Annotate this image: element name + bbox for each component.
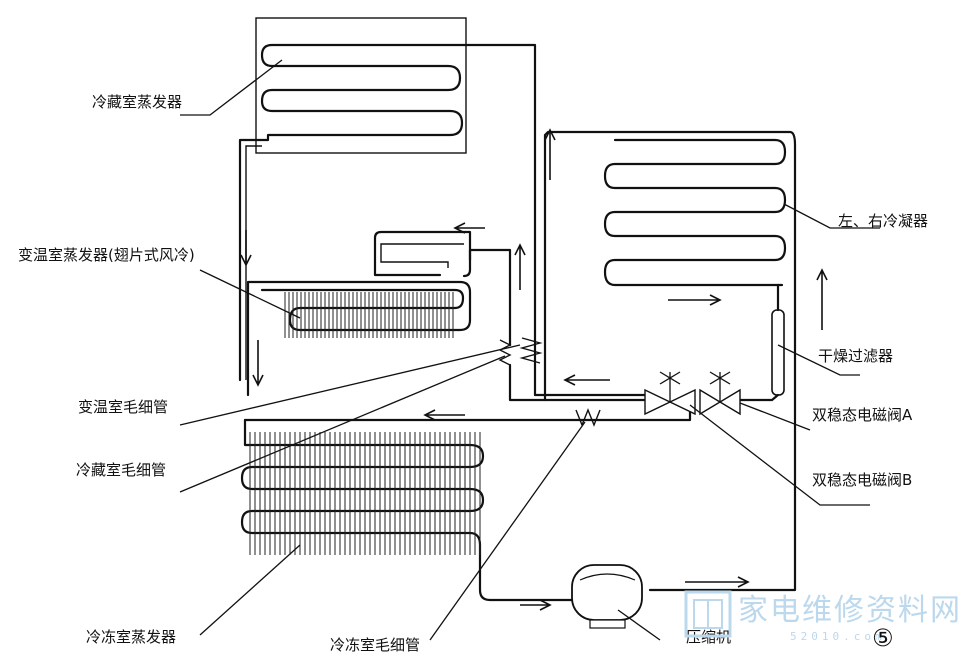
- freezer-evaporator-fins: [249, 432, 481, 555]
- solenoid-valve-b: [644, 371, 696, 416]
- variable-inner-loop: [380, 243, 464, 268]
- variable-evaporator-coil: [246, 280, 472, 397]
- variable-capillary-coil: [498, 337, 543, 366]
- watermark-url: 52010.com: [790, 630, 886, 643]
- freezer-capillary-line: [243, 398, 692, 422]
- condenser-coil: [543, 130, 797, 592]
- fridge-evaporator-box: [255, 17, 467, 154]
- fridge-evaporator-coil: [238, 43, 537, 397]
- valve-line-right: [738, 393, 780, 402]
- label-variable-evaporator: 变温室蒸发器(翅片式风冷): [18, 246, 195, 264]
- valve-line-bottom: [508, 363, 647, 402]
- freezer-evaporator-coil: [240, 418, 577, 602]
- compressor: [571, 564, 643, 629]
- variable-evaporator-fins: [284, 292, 454, 338]
- label-valve-a: 双稳态电磁阀A: [812, 406, 913, 424]
- label-freezer-capillary: 冷冻室毛细管: [330, 636, 420, 654]
- variable-return-pipe: [468, 248, 512, 347]
- figure-number: ⑤: [872, 624, 894, 652]
- variable-evaporator-loop: [373, 230, 472, 278]
- fridge-inner-pipe: [245, 145, 262, 380]
- freezer-capillary-coil: [575, 408, 601, 427]
- label-fridge-evaporator: 冷藏室蒸发器: [92, 93, 182, 111]
- flow-arrows: [240, 128, 828, 611]
- label-variable-capillary: 变温室毛细管: [78, 398, 168, 416]
- condenser-serpentine: [603, 138, 787, 287]
- leader-lines: [179, 59, 880, 641]
- label-dryer-filter: 干燥过滤器: [818, 347, 893, 365]
- watermark-text: 家电维修资料网: [738, 593, 958, 628]
- label-fridge-capillary: 冷藏室毛细管: [76, 461, 166, 479]
- label-valve-b: 双稳态电磁阀B: [812, 471, 912, 489]
- label-freezer-evaporator: 冷冻室蒸发器: [86, 628, 176, 646]
- watermark-logo: [684, 590, 732, 638]
- label-condenser: 左、右冷凝器: [838, 212, 928, 230]
- dryer-filter: [771, 309, 785, 396]
- solenoid-valve-a: [699, 371, 741, 416]
